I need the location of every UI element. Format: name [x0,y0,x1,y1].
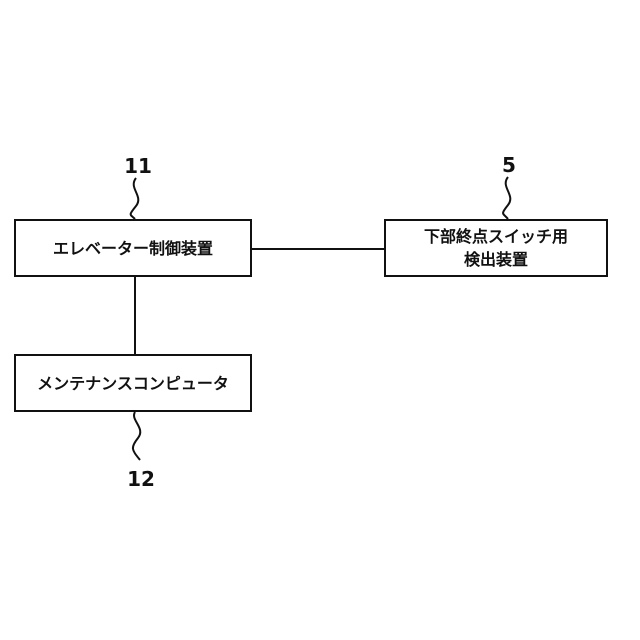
ref-number-12: 12 [111,467,171,491]
maintenance-computer-box: メンテナンスコンピュータ [14,354,252,412]
leader-line-11 [131,178,139,219]
maintenance-computer-label: メンテナンスコンピュータ [37,372,229,395]
elevator-controller-label: エレベーター制御装置 [53,237,213,260]
limit-switch-detector-box: 下部終点スイッチ用 検出装置 [384,219,608,277]
leader-line-5 [503,177,510,219]
limit-switch-detector-label-line2: 検出装置 [464,248,528,271]
elevator-controller-box: エレベーター制御装置 [14,219,252,277]
ref-number-5: 5 [479,153,539,177]
limit-switch-detector-label-line1: 下部終点スイッチ用 [424,225,568,248]
ref-number-11: 11 [108,154,168,178]
leader-line-12 [133,412,140,460]
